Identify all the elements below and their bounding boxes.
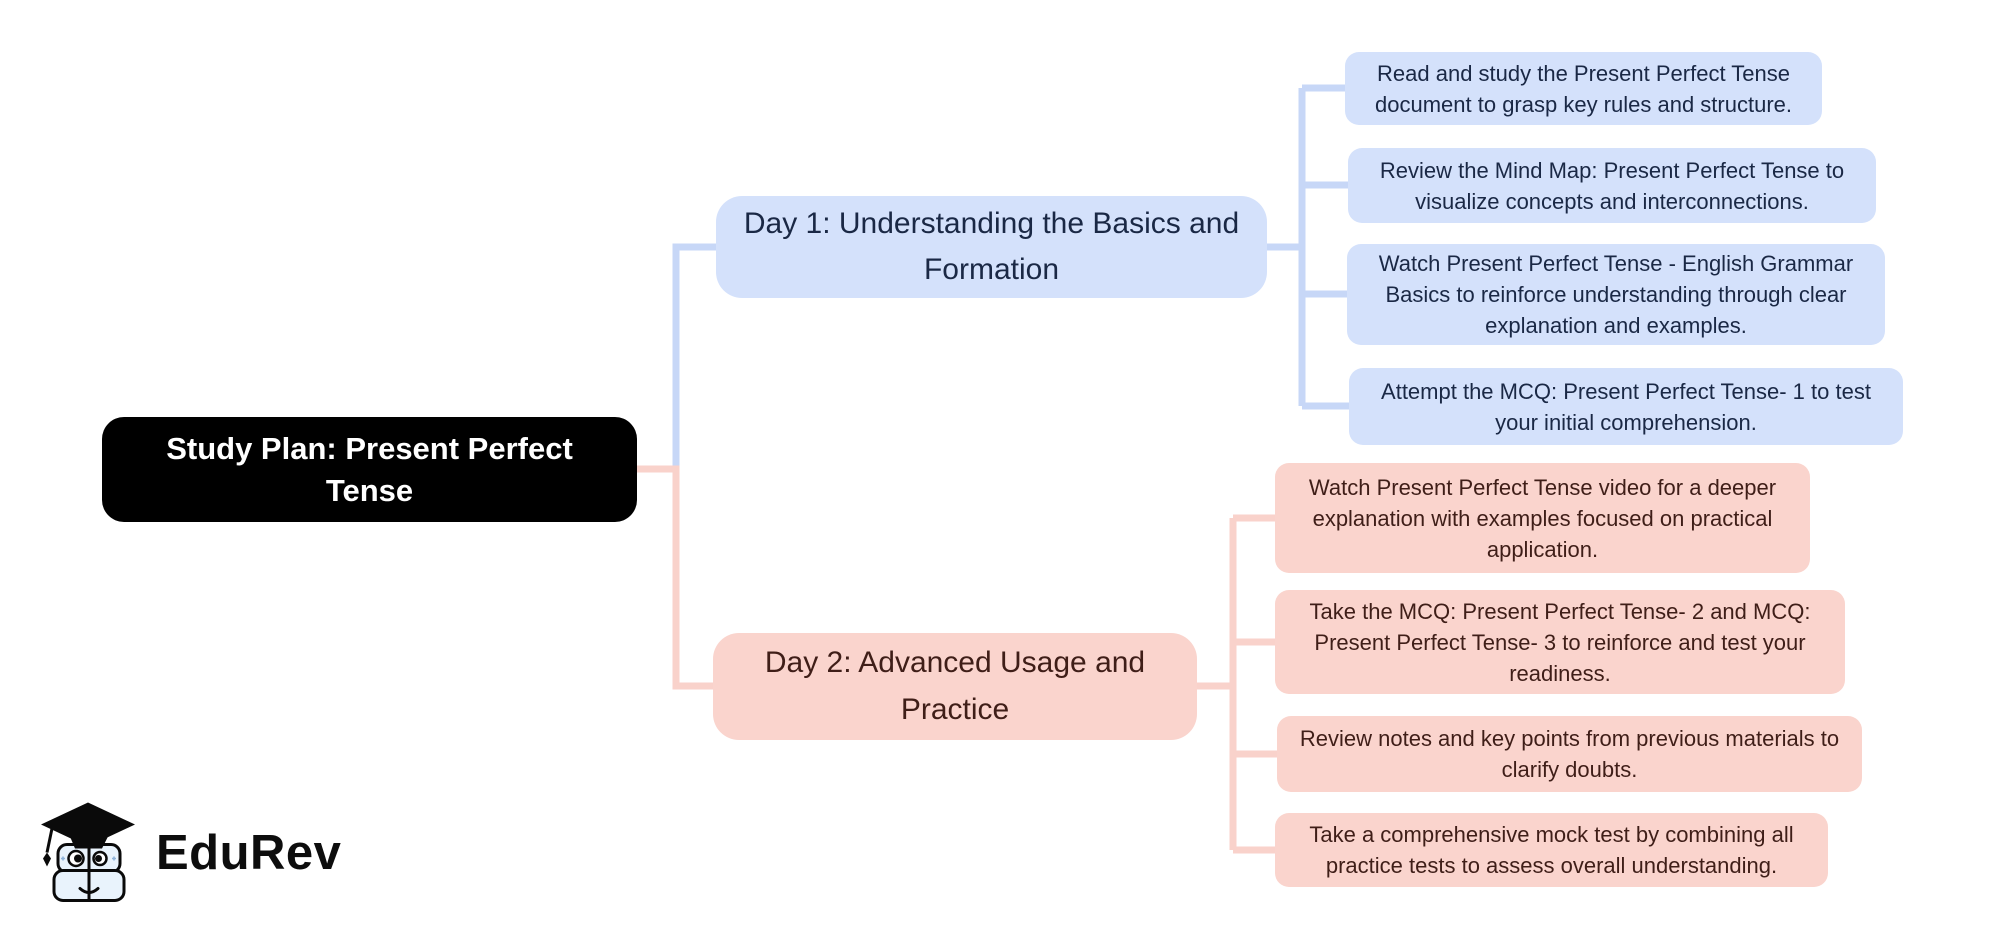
edurev-mascot-icon — [41, 802, 135, 902]
task-node-day1-2[interactable]: Review the Mind Map: Present Perfect Ten… — [1348, 148, 1876, 223]
edurev-brand-text: EduRev — [156, 826, 342, 880]
task-node-day1-4[interactable]: Attempt the MCQ: Present Perfect Tense- … — [1349, 368, 1903, 445]
task-node-day2-2[interactable]: Take the MCQ: Present Perfect Tense- 2 a… — [1275, 590, 1845, 694]
root-node-study-plan: Study Plan: Present Perfect Tense — [102, 417, 637, 522]
task-node-day1-1[interactable]: Read and study the Present Perfect Tense… — [1345, 52, 1822, 125]
task-node-day2-3[interactable]: Review notes and key points from previou… — [1277, 716, 1862, 792]
branch-node-day2[interactable]: Day 2: Advanced Usage and Practice — [713, 633, 1197, 740]
branch-node-day1[interactable]: Day 1: Understanding the Basics and Form… — [716, 196, 1267, 298]
task-node-day1-3[interactable]: Watch Present Perfect Tense - English Gr… — [1347, 244, 1885, 345]
edurev-logo: EduRev — [38, 800, 341, 906]
task-node-day2-1[interactable]: Watch Present Perfect Tense video for a … — [1275, 463, 1810, 573]
task-node-day2-4[interactable]: Take a comprehensive mock test by combin… — [1275, 813, 1828, 887]
